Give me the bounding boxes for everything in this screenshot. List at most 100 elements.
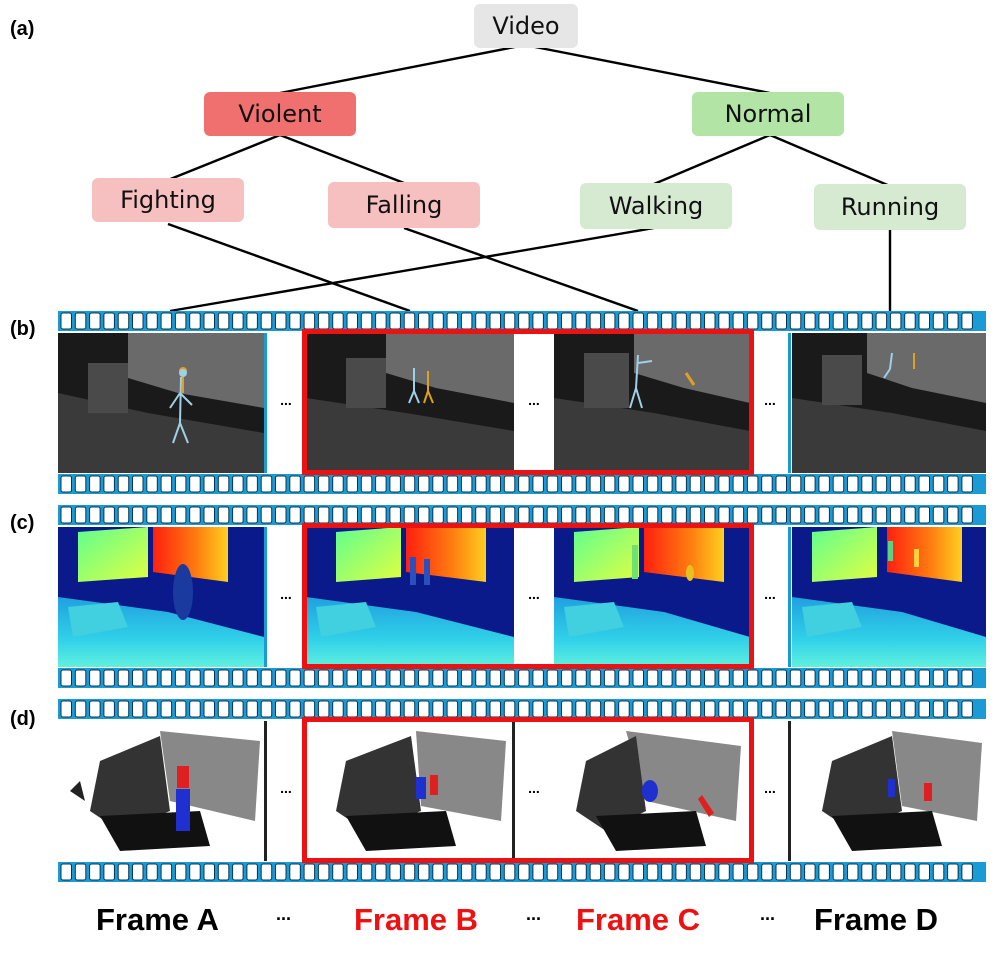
sprocket-hole <box>661 506 673 524</box>
frame-divider <box>788 333 791 473</box>
sprocket-hole <box>904 669 916 687</box>
sprocket-hole <box>460 475 473 493</box>
sprocket-hole <box>575 669 587 687</box>
sprocket-hole <box>546 506 559 524</box>
sprocket-hole <box>518 700 530 718</box>
frame-b-pointcloud <box>306 721 510 861</box>
sprocket-hole <box>160 669 173 687</box>
frame-divider <box>788 721 791 861</box>
sprocket-hole <box>446 669 459 687</box>
sprocket-hole <box>646 863 659 881</box>
sprocket-hole <box>775 863 787 881</box>
sprocket-hole <box>832 506 845 524</box>
sprocket-hole <box>246 669 258 687</box>
sprocket-hole <box>518 863 530 881</box>
edge-video-violent <box>279 43 526 95</box>
node-falling: Falling <box>328 182 480 228</box>
frame-divider <box>788 527 791 667</box>
sprocket-hole <box>704 312 716 330</box>
sprocket-hole <box>246 863 258 881</box>
sprocket-hole <box>289 506 301 524</box>
sprocket-hole <box>217 700 230 718</box>
sprocket-hole <box>789 312 802 330</box>
sprocket-hole <box>561 506 573 524</box>
sprocket-hole <box>260 863 273 881</box>
sprocket-hole <box>375 669 387 687</box>
sprocket-hole <box>518 475 530 493</box>
ellipsis-bottom-3: ... <box>760 904 776 924</box>
sprocket-hole <box>775 506 787 524</box>
sprocket-hole <box>475 312 487 330</box>
sprocket-hole <box>861 475 873 493</box>
sprocket-hole <box>418 700 430 718</box>
sprocket-hole <box>789 669 802 687</box>
sprocket-hole <box>475 700 487 718</box>
sprocket-hole <box>603 863 616 881</box>
sprocket-hole <box>432 312 444 330</box>
sprocket-hole <box>618 506 630 524</box>
sprocket-hole <box>775 669 787 687</box>
sprocket-hole <box>675 700 687 718</box>
sprocket-hole <box>861 700 873 718</box>
edge-fighting-frame <box>167 222 411 313</box>
sprocket-hole <box>360 669 373 687</box>
sprocket-hole <box>561 312 573 330</box>
sprocket-hole <box>718 312 730 330</box>
sprocket-hole <box>961 669 973 687</box>
sprocket-hole <box>418 863 430 881</box>
sprocket-hole <box>189 669 201 687</box>
sprocket-hole <box>403 506 416 524</box>
sprocket-hole <box>804 475 816 493</box>
sprocket-hole <box>432 863 444 881</box>
sprocket-hole <box>503 506 516 524</box>
sprocket-hole <box>632 312 644 330</box>
sprocket-hole <box>375 312 387 330</box>
sprocket-hole <box>804 669 816 687</box>
sprocket-hole <box>832 863 845 881</box>
sprocket-hole <box>389 475 401 493</box>
sprocket-hole <box>246 312 258 330</box>
sprocket-hole <box>761 863 773 881</box>
ellipsis-b1: ... <box>280 392 292 408</box>
sprocket-hole <box>432 506 444 524</box>
sprocket-hole <box>217 863 230 881</box>
film-sprocket-c-top <box>58 505 986 525</box>
sprocket-hole <box>360 506 373 524</box>
sprocket-hole <box>203 863 215 881</box>
sprocket-hole <box>103 312 115 330</box>
sprocket-hole <box>661 863 673 881</box>
sprocket-hole <box>918 312 930 330</box>
label-frame-c: Frame C <box>576 902 701 937</box>
frame-c-depth <box>554 527 750 667</box>
sprocket-hole <box>646 506 659 524</box>
ellipsis-c1: ... <box>280 586 292 602</box>
sprocket-hole <box>804 506 816 524</box>
sprocket-hole <box>289 312 301 330</box>
sprocket-hole <box>675 475 687 493</box>
edge-violent-falling <box>279 133 405 185</box>
sprocket-hole <box>732 700 745 718</box>
sprocket-hole <box>947 700 959 718</box>
sprocket-hole <box>232 312 244 330</box>
sprocket-hole <box>117 506 130 524</box>
sprocket-hole <box>689 669 702 687</box>
sprocket-hole <box>618 700 630 718</box>
sprocket-hole <box>346 700 358 718</box>
sprocket-hole <box>103 669 115 687</box>
sprocket-hole <box>904 312 916 330</box>
sprocket-hole <box>818 312 830 330</box>
sprocket-hole <box>789 700 802 718</box>
sprocket-hole <box>446 700 459 718</box>
sprocket-hole <box>961 700 973 718</box>
sprocket-hole <box>618 475 630 493</box>
sprocket-hole <box>489 312 501 330</box>
sprocket-hole <box>875 700 888 718</box>
tree-connectors <box>167 43 892 313</box>
sprocket-hole <box>275 669 287 687</box>
sprocket-hole <box>446 475 459 493</box>
highlight-d <box>302 717 754 863</box>
sprocket-hole <box>589 669 602 687</box>
sprocket-hole <box>689 312 702 330</box>
sprocket-hole <box>675 506 687 524</box>
sprocket-hole <box>375 700 387 718</box>
